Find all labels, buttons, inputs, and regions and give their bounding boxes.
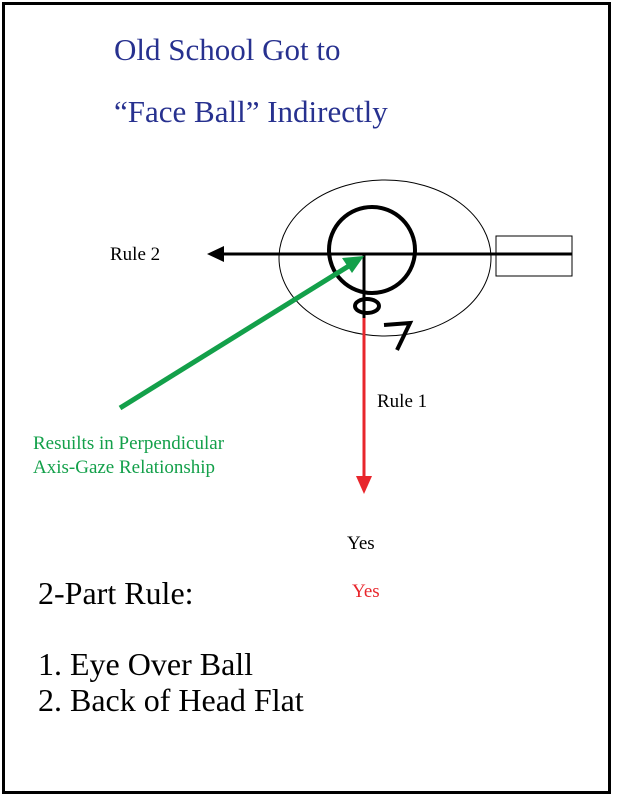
cap-brim [495, 235, 573, 277]
yes-label-red: Yes [352, 581, 380, 602]
green-arrow-line [118, 261, 354, 411]
rule1-arrow-head [356, 476, 372, 494]
rule1-label: Rule 1 [377, 391, 428, 412]
rule-list-item: 1. Eye Over Ball [38, 646, 254, 682]
green-note: Resuilts in Perpendicular Axis-Gaze Rela… [33, 432, 224, 480]
page-border [2, 2, 611, 794]
green-note-line-1: Resuilts in Perpendicular [33, 433, 225, 454]
eye-circle [327, 205, 417, 295]
yes-label-black: Yes [347, 533, 375, 554]
rule-list-item: 2. Back of Head Flat [38, 682, 304, 718]
head-outline [278, 179, 492, 337]
mouth-mark [383, 320, 414, 351]
green-note-line-2: Axis-Gaze Relationship [33, 457, 216, 478]
rule-heading: 2-Part Rule: [38, 575, 194, 611]
nose [353, 297, 381, 315]
green-arrow-head [342, 256, 364, 273]
page-title-line-2: “Face Ball” Indirectly [114, 94, 388, 129]
rule-list: 1. Eye Over Ball 2. Back of Head Flat [38, 646, 304, 718]
page-title-line-1: Old School Got to [114, 32, 341, 67]
rule2-arrow-head [207, 246, 224, 262]
rule2-label: Rule 2 [110, 244, 161, 265]
